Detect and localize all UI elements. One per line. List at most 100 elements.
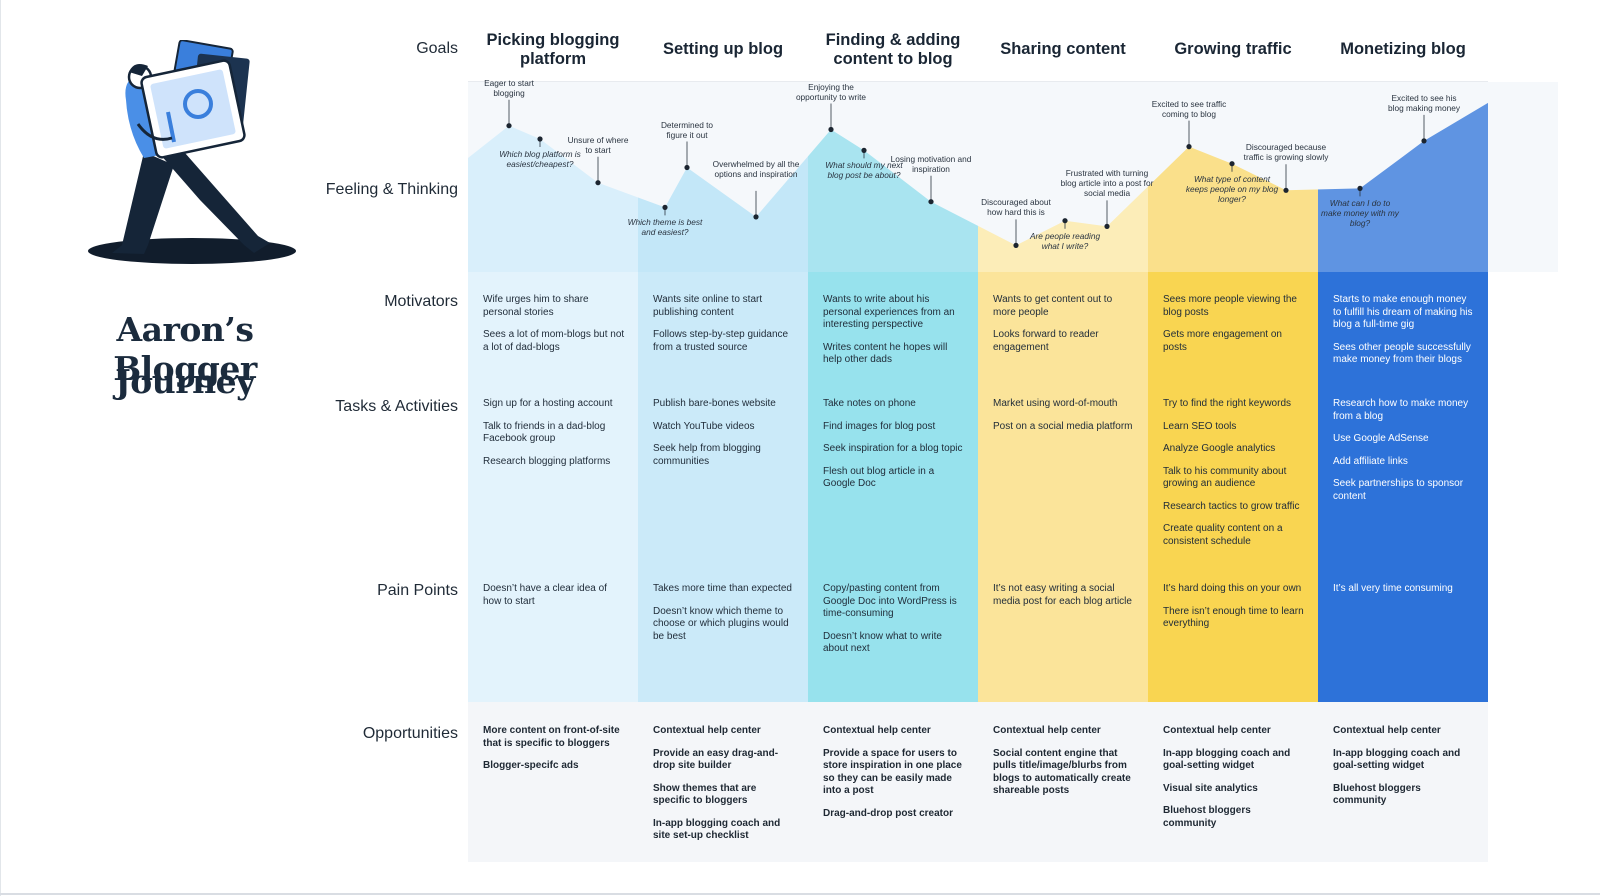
- opportunities-band: [468, 702, 1488, 862]
- tasks-item: Learn SEO tools: [1163, 420, 1237, 432]
- goal-6: Monetizing blog: [1340, 40, 1466, 58]
- feeling-annotation: Determined to figure it out: [660, 120, 714, 140]
- tasks-item: Find images for blog post: [823, 420, 936, 432]
- motivators-item: Starts to make enough money to fulfill h…: [1333, 294, 1473, 330]
- row-label-tasks: Tasks & Activities: [335, 398, 458, 415]
- frame-edge-bottom: [0, 893, 1600, 895]
- feeling-annotation: Excited to see his blog making money: [1388, 93, 1460, 113]
- pain-points-item: It’s hard doing this on your own: [1163, 583, 1302, 594]
- journey-title-line-1: Aaron’s Blogger: [113, 310, 257, 388]
- hair: [129, 64, 148, 76]
- tasks-item: Research blogging platforms: [483, 455, 611, 467]
- feeling-point: [928, 199, 934, 205]
- opportunities-item: Contextual help center: [993, 725, 1101, 736]
- feeling-annotation: Excited to see traffic coming to blog: [1151, 99, 1227, 119]
- motivators-item: Wants site online to start publishing co…: [653, 294, 763, 318]
- motivators-cell-2: Wants site online to start publishing co…: [653, 294, 795, 364]
- pain-points-item: Copy/pasting content from Google Doc int…: [823, 583, 957, 619]
- tasks-item: Post on a social media platform: [993, 420, 1133, 432]
- opportunities-item: More content on front-of-site that is sp…: [483, 725, 620, 749]
- motivators-cell-6: Starts to make enough money to fulfill h…: [1333, 294, 1475, 377]
- goals-divider: [468, 81, 1488, 82]
- thinking-annotation: What should my next blog post be about?: [825, 160, 903, 180]
- pain-points-item: It’s not easy writing a social media pos…: [993, 583, 1132, 607]
- motivators-item: Follows step-by-step guidance from a tru…: [653, 329, 789, 353]
- thinking-annotation: Which blog platform is easiest/cheapest?: [499, 149, 581, 169]
- stage-column-5: [1148, 272, 1318, 702]
- thinking-annotation: What can I do to make money with my blog…: [1321, 198, 1399, 228]
- feeling-point: [1421, 138, 1427, 144]
- opportunities-item: Contextual help center: [1333, 725, 1441, 736]
- tasks-item: Sign up for a hosting account: [483, 398, 613, 409]
- feeling-annotation: Enjoying the opportunity to write: [795, 82, 867, 102]
- thinking-annotation: Are people reading what I write?: [1029, 231, 1101, 251]
- feeling-point: [684, 164, 690, 171]
- tablet-circle-icon: [183, 89, 213, 119]
- stage-column-2: [638, 272, 808, 702]
- motivators-item: Sees more people viewing the blog posts: [1163, 294, 1297, 318]
- pain-points-cell-3: Copy/pasting content from Google Doc int…: [823, 583, 965, 666]
- feeling-point: [1186, 144, 1192, 150]
- feeling-point: [506, 123, 512, 129]
- goal-4: Sharing content: [1000, 40, 1126, 58]
- opportunities-item: In-app blogging coach and site set-up ch…: [653, 817, 781, 842]
- stage-column-3: [808, 272, 978, 702]
- motivators-item: Writes content he hopes will help other …: [823, 341, 948, 366]
- goal-1: Picking blogging platform: [486, 31, 620, 68]
- pain-points-item: Doesn’t know what to write about next: [823, 630, 942, 655]
- motivators-item: Sees a lot of mom-blogs but not a lot of…: [483, 329, 625, 353]
- opportunities-item: Contextual help center: [653, 725, 761, 736]
- tasks-item: Take notes on phone: [823, 398, 916, 409]
- tasks-item: Analyze Google analytics: [1163, 443, 1276, 454]
- tasks-item: Create quality content on a consistent s…: [1163, 523, 1283, 547]
- feeling-annotation: Eager to start blogging: [484, 78, 534, 98]
- tasks-item: Watch YouTube videos: [653, 420, 755, 432]
- stage-column-4: [978, 272, 1148, 702]
- feeling-point: [1062, 218, 1068, 224]
- goal-3: Finding & adding content to blog: [825, 31, 961, 68]
- feeling-annotation: Overwhelmed by all the options and inspi…: [712, 159, 800, 179]
- row-label-feeling: Feeling & Thinking: [325, 181, 458, 198]
- feeling-point: [753, 214, 759, 220]
- feeling-annotation: Unsure of where to start: [567, 135, 629, 155]
- feeling-point: [662, 204, 668, 210]
- blogger-walking-illustration: [88, 40, 296, 264]
- tasks-item: Seek help from blogging communities: [653, 443, 761, 467]
- pain-points-cell-1: Doesn’t have a clear idea of how to star…: [483, 583, 625, 618]
- tasks-item: Market using word-of-mouth: [993, 398, 1118, 409]
- feeling-point: [1229, 161, 1235, 167]
- tasks-item: Flesh out blog article in a Google Doc: [823, 465, 935, 490]
- opportunities-cell-1: More content on front-of-site that is sp…: [483, 725, 625, 783]
- feeling-annotation: Frustrated with turning blog article int…: [1060, 168, 1154, 198]
- opportunities-item: Drag-and-drop post creator: [823, 807, 954, 819]
- motivators-item: Wife urges him to share personal stories: [483, 294, 589, 318]
- arm: [136, 123, 173, 141]
- tasks-item: Research how to make money from a blog: [1333, 398, 1469, 422]
- pain-points-item: Takes more time than expected: [653, 583, 792, 594]
- opportunities-item: Social content engine that pulls title/i…: [993, 747, 1131, 797]
- tasks-item: Use Google AdSense: [1333, 433, 1429, 444]
- opportunities-item: Show themes that are specific to blogger…: [653, 782, 757, 807]
- row-label-opportunities: Opportunities: [362, 725, 458, 742]
- tasks-item: Talk to his community about growing an a…: [1163, 465, 1287, 490]
- opportunities-item: Bluehost bloggers community: [1163, 805, 1251, 829]
- pain-points-cell-4: It’s not easy writing a social media pos…: [993, 583, 1135, 618]
- feeling-point: [828, 126, 834, 133]
- stage-column-6: [1318, 272, 1488, 702]
- tasks-item: Talk to friends in a dad-blog Facebook g…: [483, 420, 606, 445]
- tasks-item: Try to find the right keywords: [1163, 398, 1292, 409]
- opportunities-item: In-app blogging coach and goal-setting w…: [1163, 747, 1291, 772]
- feeling-annotation: Losing motivation and inspiration: [890, 154, 972, 174]
- opportunities-item: Provide an easy drag-and-drop site build…: [653, 747, 779, 772]
- row-label-pain: Pain Points: [377, 582, 458, 599]
- back-leg: [112, 152, 174, 254]
